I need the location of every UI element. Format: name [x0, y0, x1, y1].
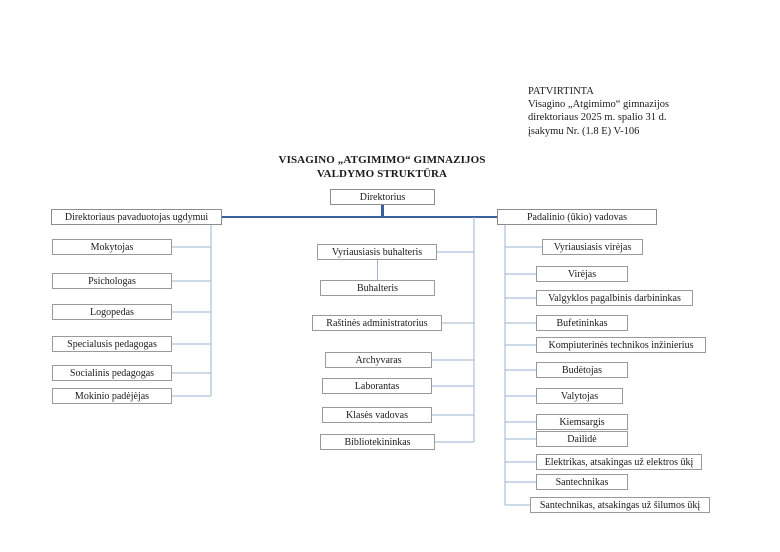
node-middle-bibliotekininkas: Bibliotekininkas: [320, 434, 435, 450]
node-right-kompiuterines-technikos-inzinierius: Kompiuterinės technikos inžinierius: [536, 337, 706, 353]
node-right-valgyklos-pagalbinis-darbininkas: Valgyklos pagalbinis darbininkas: [536, 290, 693, 306]
node-middle-buhalteris: Buhalteris: [320, 280, 435, 296]
node-middle-archyvaras: Archyvaras: [325, 352, 432, 368]
node-right-elektrikas-atsakingas-uz-elektros-uki: Elektrikas, atsakingas už elektros ūkį: [536, 454, 702, 470]
node-middle-rastines-administratorius: Raštinės administratorius: [312, 315, 442, 331]
node-right-bufetininkas: Bufetininkas: [536, 315, 628, 331]
node-left-mokinio-padejejas: Mokinio padėjėjas: [52, 388, 172, 404]
node-right-vyriausiasis-virejas: Vyriausiasis virėjas: [542, 239, 643, 255]
node-right-budetojas: Budėtojas: [536, 362, 628, 378]
node-right-dailide: Dailidė: [536, 431, 628, 447]
node-middle-klases-vadovas: Klasės vadovas: [322, 407, 432, 423]
node-middle-laborantas: Laborantas: [322, 378, 432, 394]
node-right-santechnikas-atsakingas-uz-silumos-uki: Santechnikas, atsakingas už šilumos ūkį: [530, 497, 710, 513]
node-direktorius: Direktorius: [330, 189, 435, 205]
node-middle-vyriausiasis-buhalteris: Vyriausiasis buhalteris: [317, 244, 437, 260]
approval-line-3: direktoriaus 2025 m. spalio 31 d.: [528, 112, 667, 124]
node-left-psichologas: Psichologas: [52, 273, 172, 289]
node-right-virejas: Virėjas: [536, 266, 628, 282]
node-left-mokytojas: Mokytojas: [52, 239, 172, 255]
node-left-socialinis-pedagogas: Socialinis pedagogas: [52, 365, 172, 381]
node-right-santechnikas: Santechnikas: [536, 474, 628, 490]
approval-line-4: įsakymu Nr. (1.8 E) V-106: [528, 125, 640, 137]
node-left-logopedas: Logopedas: [52, 304, 172, 320]
chart-title-line-2: VALDYMO STRUKTŪRA: [316, 168, 448, 180]
node-padalinio-ukio-vadovas: Padalinio (ūkio) vadovas: [497, 209, 657, 225]
node-left-specialusis-pedagogas: Specialusis pedagogas: [52, 336, 172, 352]
chart-title-line-1: VISAGINO „ATGIMIMO“ GIMNAZIJOS: [278, 154, 486, 166]
node-right-kiemsargis: Kiemsargis: [536, 414, 628, 430]
approval-line-1: PATVIRTINTA: [528, 86, 594, 97]
node-direktoriaus-pavaduotojas-ugdymui: Direktoriaus pavaduotojas ugdymui: [51, 209, 222, 225]
chart-title: VISAGINO „ATGIMIMO“ GIMNAZIJOS VALDYMO S…: [232, 153, 532, 181]
approval-line-2: Visagino „Atgimimo“ gimnazijos: [528, 99, 670, 111]
approval-block: PATVIRTINTA Visagino „Atgimimo“ gimnazij…: [528, 85, 768, 138]
node-right-valytojas: Valytojas: [536, 388, 623, 404]
